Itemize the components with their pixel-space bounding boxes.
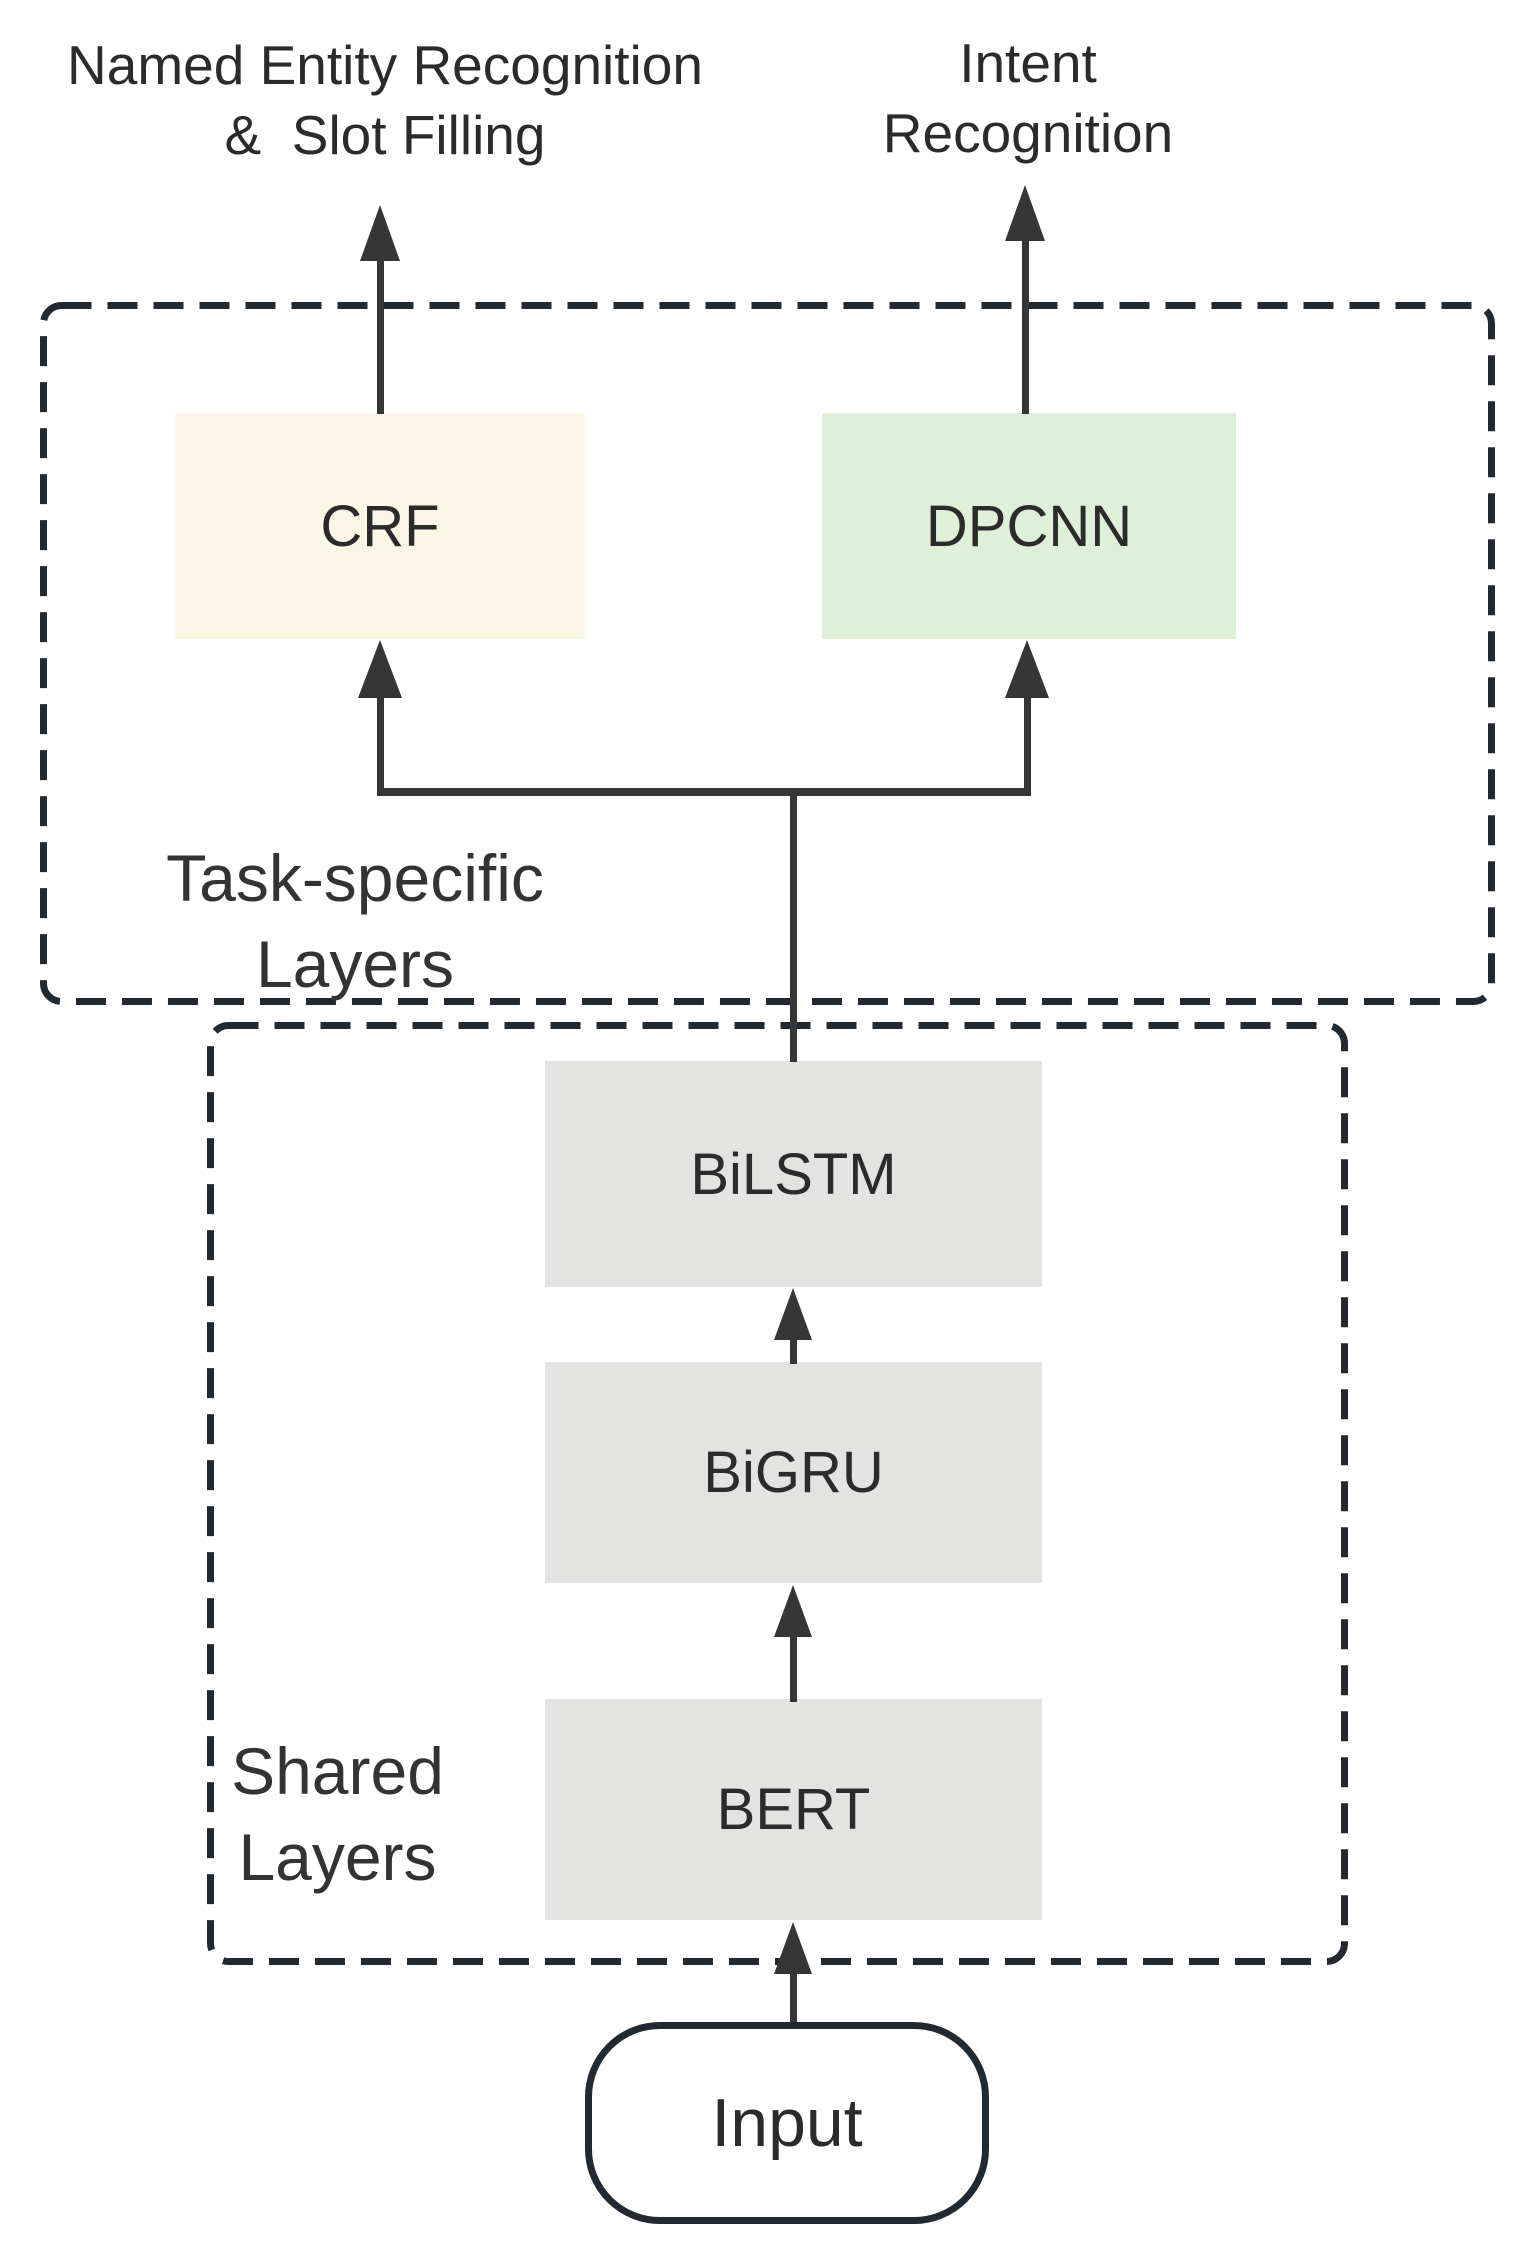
crf-box: CRF	[175, 413, 585, 639]
bigru-box: BiGRU	[545, 1362, 1042, 1583]
arrow-input-to-bert-icon	[774, 1922, 812, 1974]
bilstm-box-label: BiLSTM	[690, 1141, 897, 1207]
input-node: Input	[585, 2022, 989, 2224]
task-specific-layers-border	[40, 302, 1495, 1005]
bilstm-to-branch-stem	[790, 788, 797, 1062]
arrow-input-to-bert-stem	[790, 1968, 797, 2024]
shared-layers-label: Shared Layers	[210, 1728, 465, 1900]
bert-box: BERT	[545, 1699, 1042, 1920]
branch-connector-line	[377, 788, 1031, 796]
shared-layers-label-line1: Shared	[231, 1734, 444, 1808]
ner-output-label-line2: & Slot Filling	[224, 104, 546, 166]
dpcnn-box-label: DPCNN	[925, 493, 1133, 559]
input-node-label: Input	[711, 2085, 863, 2161]
arrow-dpcnn-to-intent-icon	[1005, 185, 1045, 241]
arrow-bert-to-bigru-stem	[790, 1630, 797, 1702]
task-specific-layers-label-line2: Layers	[255, 927, 455, 1001]
arrow-bigru-to-bilstm-icon	[774, 1288, 812, 1340]
bigru-box-label: BiGRU	[703, 1440, 884, 1505]
bert-box-label: BERT	[716, 1777, 871, 1842]
ner-output-label-line1: Named Entity Recognition	[67, 34, 703, 96]
arrow-dpcnn-to-intent-stem	[1022, 232, 1029, 414]
arrow-bigru-to-bilstm-stem	[790, 1332, 797, 1364]
intent-output-label: Intent Recognition	[800, 28, 1256, 168]
dpcnn-box: DPCNN	[822, 413, 1236, 639]
bilstm-box: BiLSTM	[545, 1061, 1042, 1287]
arrow-crf-to-ner-stem	[377, 252, 384, 414]
arrow-into-dpcnn-stem	[1024, 688, 1031, 792]
task-specific-layers-label-line1: Task-specific	[166, 841, 544, 915]
intent-output-label-line1: Intent	[959, 32, 1097, 94]
intent-output-label-line2: Recognition	[882, 102, 1174, 164]
task-specific-layers-label: Task-specific Layers	[105, 835, 605, 1007]
arrow-crf-to-ner-icon	[360, 205, 400, 261]
ner-slot-output-label: Named Entity Recognition & Slot Filling	[25, 30, 745, 170]
shared-layers-label-line2: Layers	[238, 1820, 437, 1894]
arrow-into-crf-stem	[377, 688, 384, 792]
crf-box-label: CRF	[320, 493, 440, 559]
arrow-bert-to-bigru-icon	[774, 1585, 812, 1637]
